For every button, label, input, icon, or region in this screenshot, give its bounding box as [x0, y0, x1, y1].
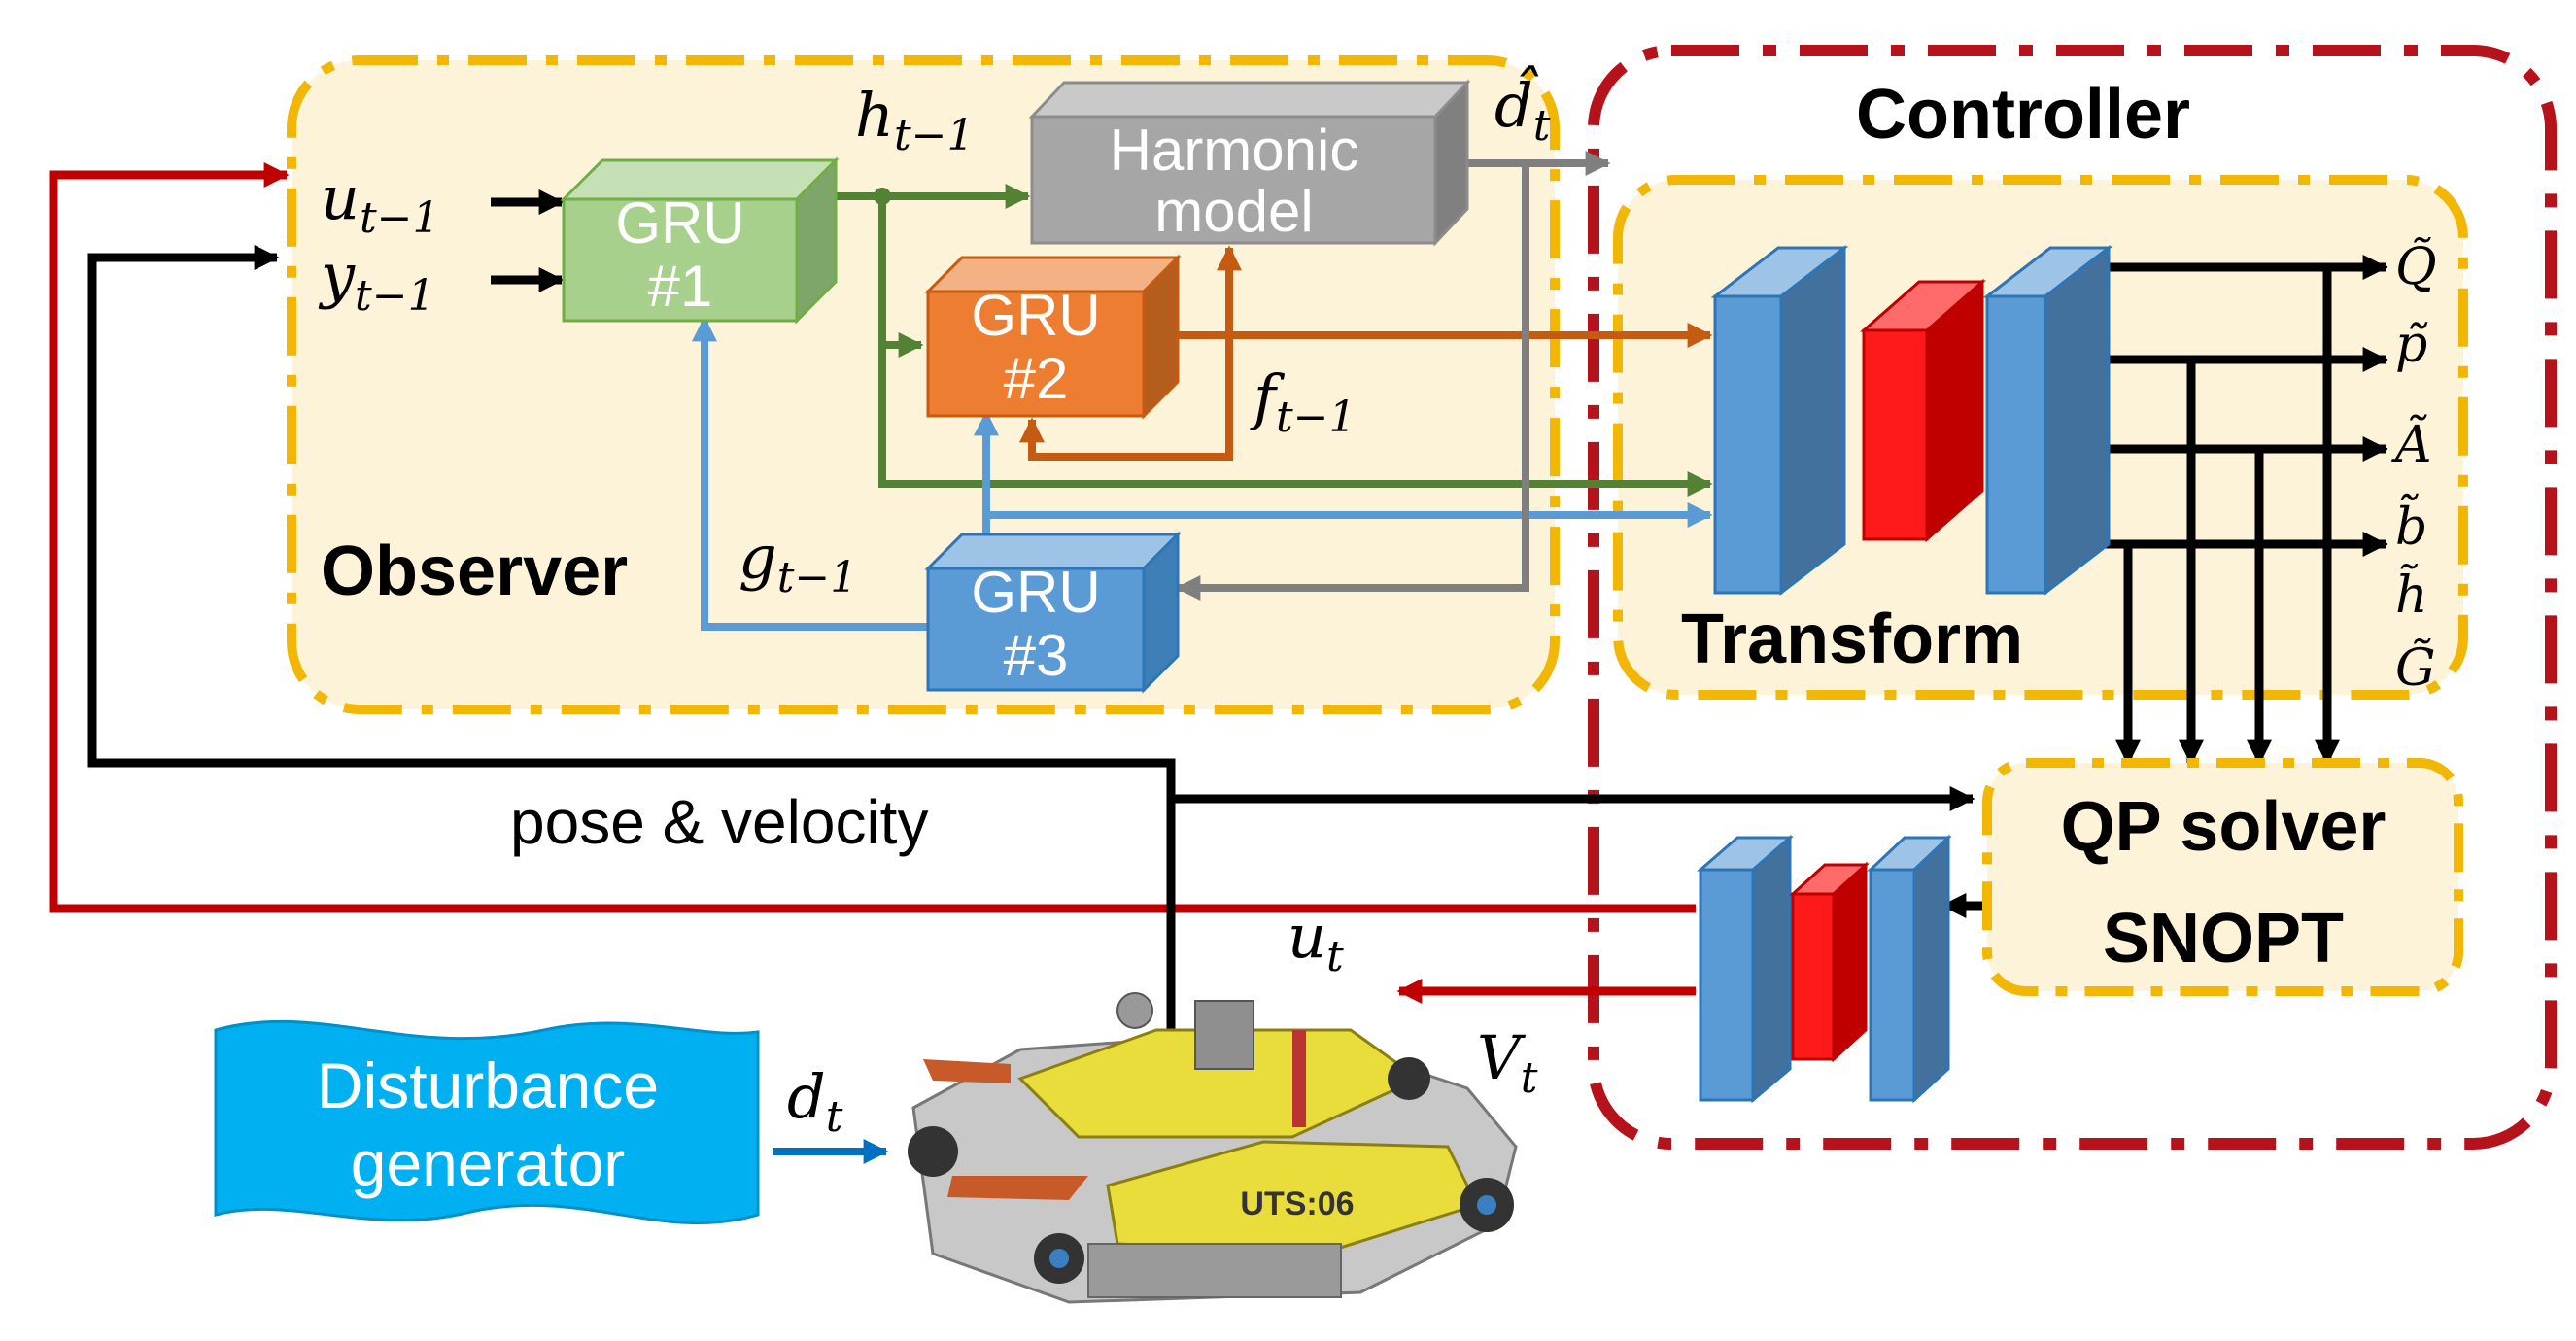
pose-velocity-label: pose & velocity — [510, 787, 928, 857]
gru1-block: GRU #1 — [560, 156, 840, 325]
output-network — [1696, 834, 1952, 1104]
u-prev-label: ut−1 — [321, 162, 439, 243]
robot-badge: UTS:06 — [1240, 1186, 1354, 1222]
gru3-line2: #3 — [1004, 623, 1069, 688]
qp-line1: QP solver — [2061, 788, 2387, 866]
output-a: Ã — [2391, 415, 2432, 474]
harmonic-line1: Harmonic — [1110, 118, 1359, 183]
disturbance-block: Disturbance generator — [214, 1019, 760, 1225]
pose-feedback-wire — [87, 245, 1176, 1054]
harmonic-line2: model — [1154, 179, 1313, 244]
d-hat-label: d̂t — [1494, 65, 1551, 151]
dhat-to-gru3-arrow — [1175, 163, 1529, 601]
controller-title: Controller — [1856, 76, 2190, 154]
robot-illustration: UTS:06 — [908, 992, 1518, 1304]
y-prev-label: yt−1 — [318, 240, 435, 321]
disturbance-line2: generator — [351, 1127, 626, 1199]
controller-region — [1588, 45, 2557, 1150]
harmonic-block: Harmonic model — [1028, 79, 1471, 247]
gru1-line2: #1 — [648, 254, 713, 319]
gru2-line2: #2 — [1004, 346, 1069, 411]
qp-line2: SNOPT — [2103, 900, 2344, 978]
gru2-block: GRU #2 — [924, 254, 1182, 420]
gru3-line1: GRU — [971, 560, 1100, 625]
g-prev-label: gt−1 — [738, 522, 857, 602]
u-feedback-wire — [49, 162, 1696, 913]
output-b: b̃ — [2395, 493, 2427, 557]
h-prev-label: ht−1 — [855, 80, 974, 160]
g-to-gru1-arrow — [692, 316, 933, 631]
transform-outputs — [2104, 255, 2388, 766]
gru1-line1: GRU — [615, 190, 744, 256]
d-t-label: dt — [787, 1061, 843, 1142]
qp-solver-block — [1982, 758, 2463, 996]
v-t-label: Vt — [1477, 1022, 1538, 1103]
u-t-label: ut — [1288, 901, 1344, 981]
h-to-transform-arrow — [878, 345, 1713, 497]
disturbance-line1: Disturbance — [317, 1049, 659, 1121]
output-p: p̃ — [2395, 316, 2428, 374]
output-q: Q̃ — [2395, 237, 2437, 296]
transform-label: Transform — [1681, 601, 2023, 678]
observer-title: Observer — [321, 533, 628, 610]
transform-network — [1710, 244, 2113, 597]
output-g: G̃ — [2395, 638, 2436, 698]
f-feedback-arrow — [1019, 335, 1233, 461]
gru2-line1: GRU — [971, 283, 1100, 348]
gru3-block: GRU #3 — [924, 531, 1182, 694]
output-h: h̃ — [2395, 564, 2428, 625]
